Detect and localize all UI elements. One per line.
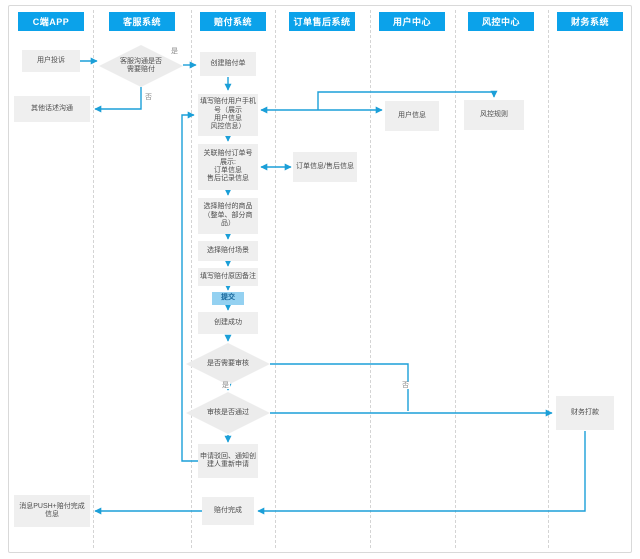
node-create-compensation-order: 创建赔付单 — [200, 52, 256, 76]
node-link-order-number: 关联赔付订单号 展示: 订单信息 售后记录信息 — [198, 144, 258, 190]
node-user-complaint: 用户投诉 — [22, 50, 80, 72]
lane-divider — [275, 10, 276, 548]
node-order-info: 订单信息/售后信息 — [293, 152, 357, 182]
node-user-info: 用户信息 — [385, 101, 439, 131]
lane-header-compensation: 赔付系统 — [200, 12, 266, 31]
node-risk-rules: 风控规则 — [464, 100, 524, 130]
node-submit-button: 提交 — [212, 292, 244, 305]
edge-label-yes-create: 是 — [170, 48, 179, 55]
node-compensation-done: 赔付完成 — [202, 497, 254, 525]
node-push-message: 消息PUSH+赔付完成 信息 — [14, 495, 90, 527]
diagram-frame — [8, 5, 632, 553]
node-finance-payment: 财务打款 — [556, 396, 614, 430]
lane-divider — [455, 10, 456, 548]
edge-label-no-other: 否 — [144, 94, 153, 101]
lane-divider — [93, 10, 94, 548]
lane-header-c-app: C端APP — [18, 12, 84, 31]
node-fill-user-phone: 填写赔付用户手机 号（展示 用户信息 风控信息） — [198, 94, 258, 136]
lane-divider — [370, 10, 371, 548]
lane-divider — [191, 10, 192, 548]
node-reject-notify: 申请驳回、通知创 建人重新申请 — [198, 444, 258, 478]
lane-header-finance: 财务系统 — [557, 12, 623, 31]
node-create-success: 创建成功 — [198, 312, 258, 334]
node-other-communication: 其他话述沟通 — [14, 96, 90, 122]
lane-header-customer-service: 客服系统 — [109, 12, 175, 31]
node-fill-reason: 填写赔付原因备注 — [198, 268, 258, 286]
lane-divider — [548, 10, 549, 548]
lane-header-risk-center: 风控中心 — [468, 12, 534, 31]
edge-label-yes-review: 是 — [221, 382, 230, 389]
edge-label-no-review: 否 — [401, 382, 410, 389]
node-select-goods: 选择赔付的商品 （整单、部分商 品） — [198, 198, 258, 234]
lane-header-user-center: 用户中心 — [379, 12, 445, 31]
node-select-scene: 选择赔付场景 — [198, 241, 258, 261]
lane-header-order-aftersale: 订单售后系统 — [289, 12, 355, 31]
